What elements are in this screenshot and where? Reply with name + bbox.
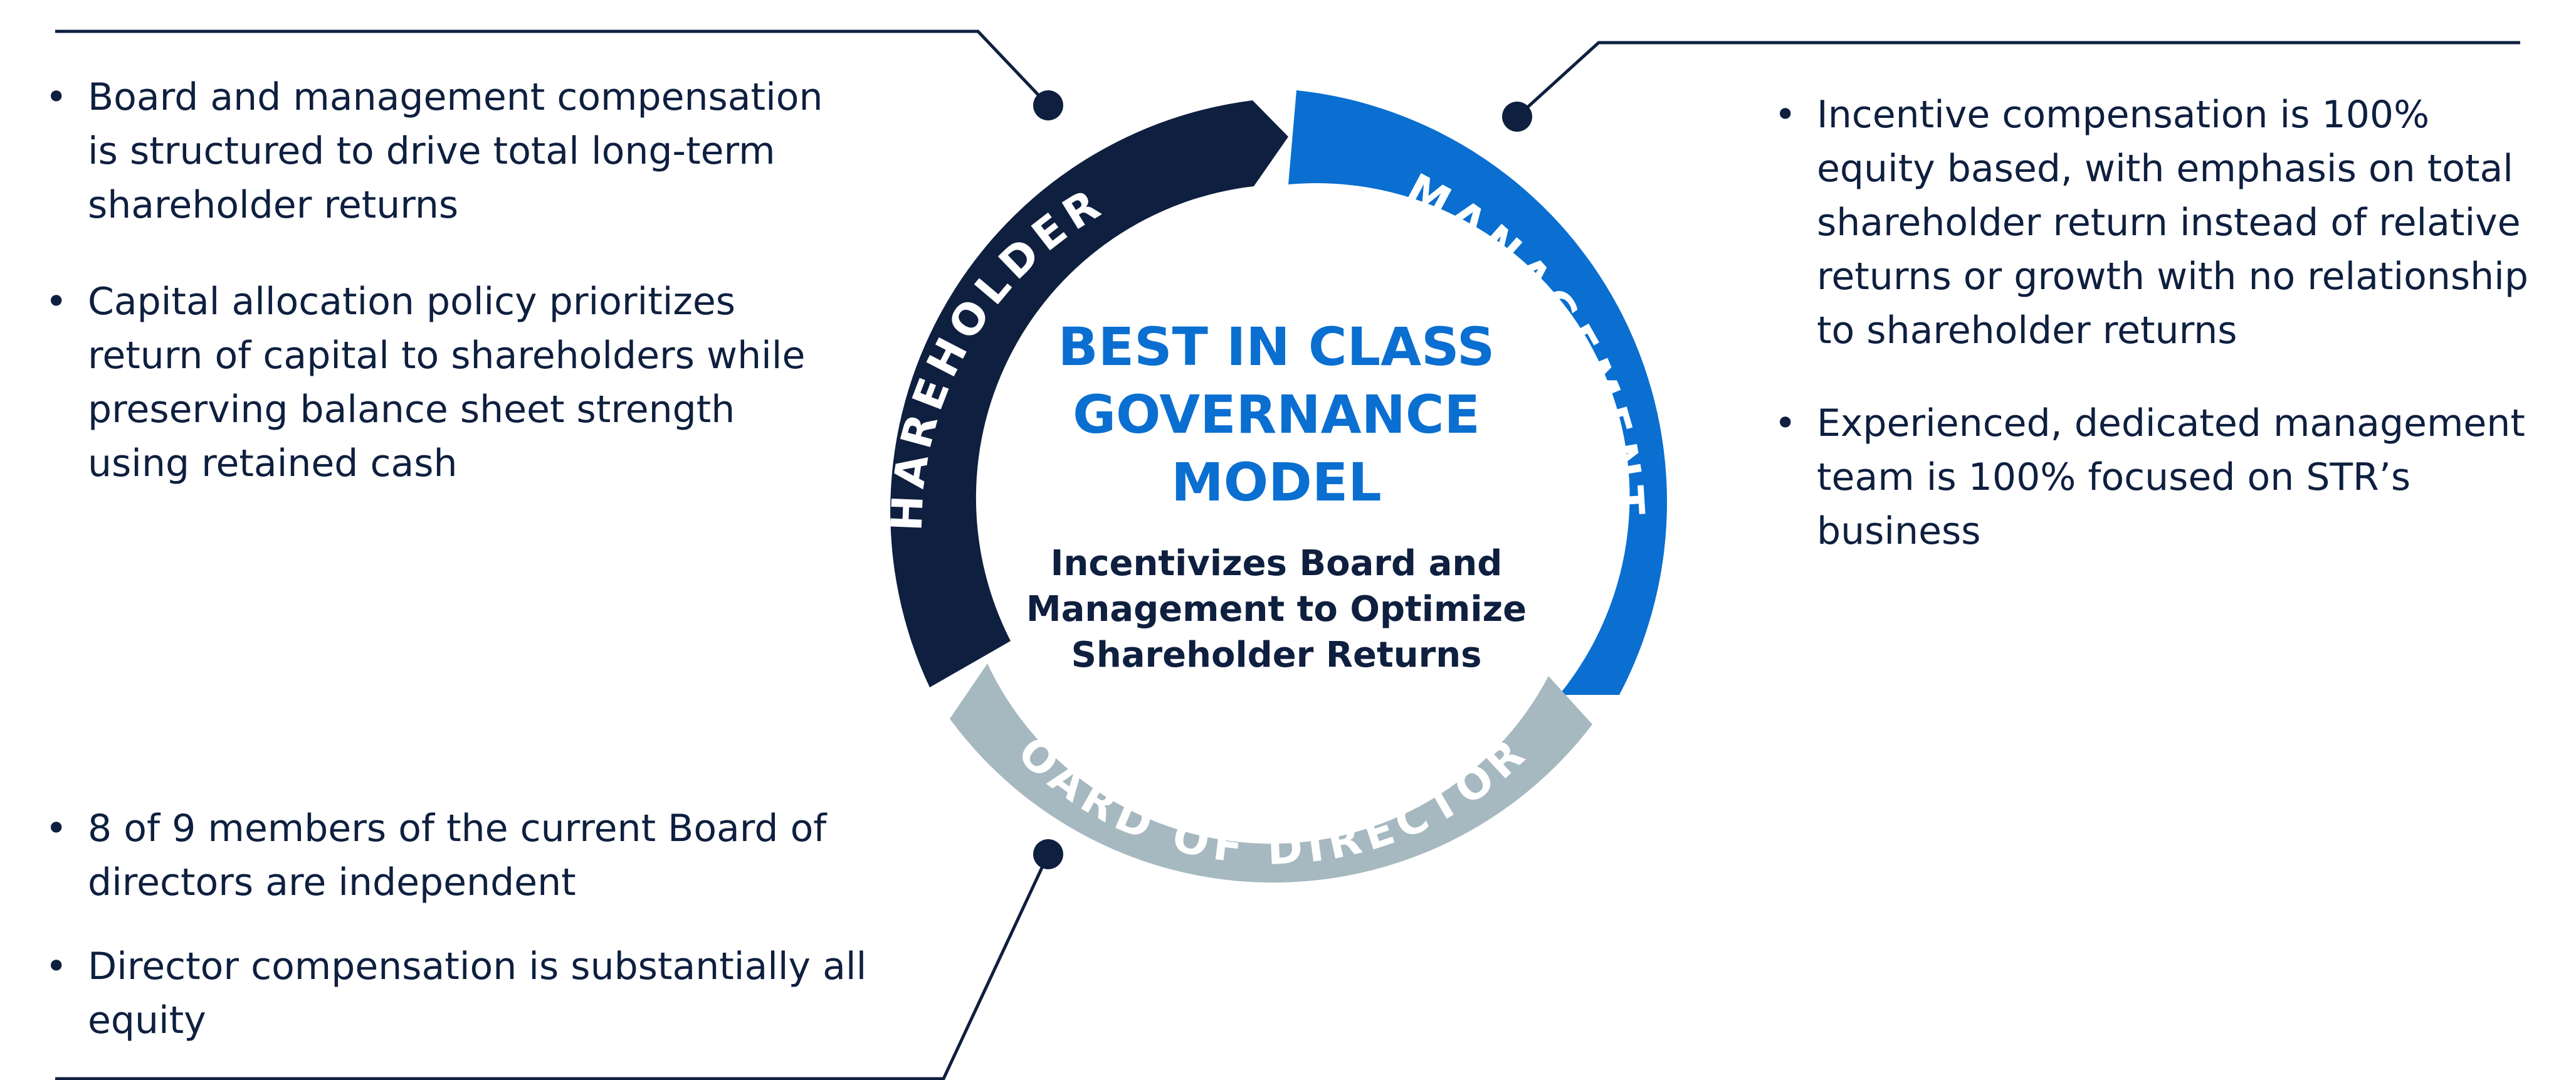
center-title-line: MODEL [1171,452,1382,513]
shareholders-bullet-list: Board and management compensation is str… [45,70,829,490]
center-subtitle: Incentivizes Board and Management to Opt… [1026,543,1527,675]
board-bullet: Director compensation is substantially a… [45,940,954,1047]
center-subtitle-line: Shareholder Returns [1071,635,1482,675]
management-connector [1502,41,2520,132]
center-subtitle-line: Incentivizes Board and [1051,543,1503,584]
center-title: BEST IN CLASS GOVERNANCE MODEL [1058,316,1495,513]
board-bullet: 8 of 9 members of the current Board of d… [45,802,954,909]
shareholders-segment [890,100,1288,687]
shareholders-bullet: Capital allocation policy prioritizes re… [45,275,829,490]
management-bullet-list: Incentive compensation is 100% equity ba… [1774,88,2558,558]
board-connector [55,839,1063,1080]
shareholders-bullet: Board and management compensation is str… [45,70,829,232]
shareholders-connector [55,29,1063,120]
center-title-line: BEST IN CLASS [1058,316,1495,378]
management-bullet: Experienced, dedicated management team i… [1774,396,2558,558]
center-subtitle-line: Management to Optimize [1026,589,1527,630]
management-segment [1288,90,1668,695]
board-of-directors-segment [950,664,1592,883]
board-bullet-list: 8 of 9 members of the current Board of d… [45,802,954,1047]
management-bullet: Incentive compensation is 100% equity ba… [1774,88,2558,357]
center-title-line: GOVERNANCE [1073,384,1480,445]
